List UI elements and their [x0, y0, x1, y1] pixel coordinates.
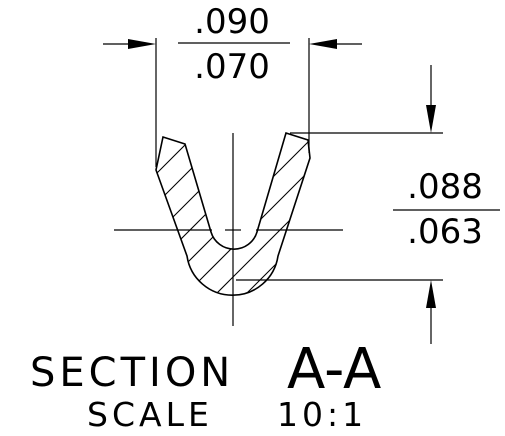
- section-label: SECTION: [30, 350, 234, 396]
- width-arrow-left-head: [128, 39, 156, 49]
- width-max-value: .090: [194, 2, 270, 42]
- depth-max-value: .088: [407, 167, 483, 207]
- depth-arrow-bottom-head: [426, 280, 436, 308]
- section-id: A-A: [287, 337, 381, 402]
- depth-arrow-top-head: [426, 105, 436, 133]
- width-min-value: .070: [194, 47, 270, 87]
- v-profile-outline: [155, 131, 311, 297]
- depth-min-value: .063: [407, 212, 483, 252]
- width-arrow-right-head: [309, 39, 337, 49]
- scale-value: 10:1: [277, 395, 367, 434]
- scale-label: SCALE: [87, 395, 213, 434]
